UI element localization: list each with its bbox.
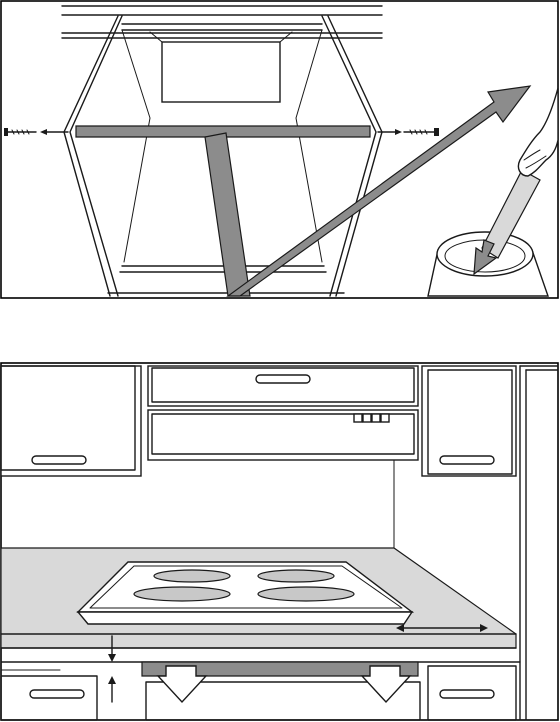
hob-burner-icon [258, 570, 334, 582]
hood-controls-icon [354, 414, 389, 422]
figure-remove-brace [0, 0, 560, 300]
upper-cabinet-left [1, 366, 141, 476]
cabinet-handle [256, 375, 310, 383]
hob-burner-icon [154, 570, 230, 582]
hob-burner-icon [134, 587, 230, 601]
screw-icon-left [4, 128, 36, 136]
cabinet-handle [30, 690, 84, 698]
cabinet-handle [32, 456, 86, 464]
upper-cabinet-middle [148, 366, 418, 406]
cabinet-handle [440, 690, 494, 698]
tall-cabinet [520, 366, 558, 720]
hob-burner-icon [258, 587, 354, 601]
figure-kitchen-hob [0, 362, 560, 722]
upper-cabinet-right [422, 366, 516, 476]
hob-installation-illustration [0, 362, 560, 722]
arrow-out-left [40, 129, 68, 135]
back-panel [162, 42, 280, 102]
extractor-hood [148, 410, 418, 460]
brace-removal-illustration [0, 0, 560, 300]
screw-icon-right [404, 128, 439, 136]
cabinet-handle [440, 456, 494, 464]
